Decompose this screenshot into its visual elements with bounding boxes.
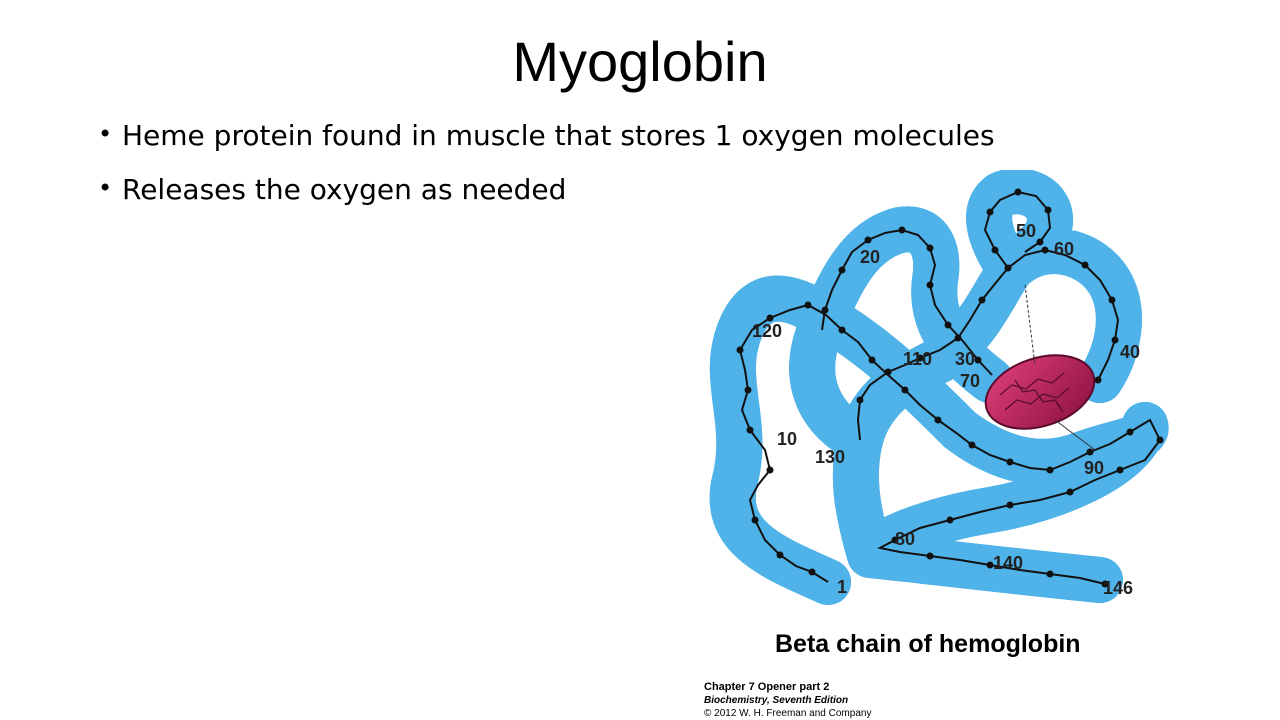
- bullet-item: • Releases the oxygen as needed: [98, 176, 995, 230]
- credit-chapter: Chapter 7 Opener part 2: [704, 681, 830, 693]
- residue-label: 90: [1084, 458, 1104, 478]
- bullet-dot-icon: •: [98, 120, 113, 148]
- residue-label: 146: [1103, 578, 1133, 598]
- residue-labels: 1 10 20 30 40 50 60 70 80 90 110 120 130…: [752, 221, 1140, 598]
- residue-dots: [736, 188, 1164, 588]
- residue-label: 1: [837, 577, 847, 597]
- bullet-dot-icon: •: [98, 174, 113, 202]
- residue-label: 120: [752, 321, 782, 341]
- heme-group: [984, 284, 1096, 451]
- bullet-text: Heme protein found in muscle that stores…: [122, 119, 995, 152]
- figure-credit: Chapter 7 Opener part 2 Biochemistry, Se…: [704, 681, 871, 720]
- credit-copyright: © 2012 W. H. Freeman and Company: [704, 708, 872, 719]
- slide-title: Myoglobin: [512, 30, 768, 93]
- residue-label: 80: [895, 529, 915, 549]
- residue-label: 40: [1120, 342, 1140, 362]
- residue-label: 30: [955, 349, 975, 369]
- residue-label: 10: [777, 429, 797, 449]
- residue-label: 60: [1054, 239, 1074, 259]
- bullet-text: Releases the oxygen as needed: [122, 173, 567, 206]
- bullet-item: • Heme protein found in muscle that stor…: [98, 122, 995, 176]
- bullet-list: • Heme protein found in muscle that stor…: [98, 122, 995, 230]
- residue-label: 140: [993, 553, 1023, 573]
- residue-label: 70: [960, 371, 980, 391]
- figure-caption: Beta chain of hemoglobin: [775, 630, 1081, 658]
- residue-label: 130: [815, 447, 845, 467]
- hemoglobin-beta-chain-diagram: 1 10 20 30 40 50 60 70 80 90 110 120 130…: [700, 170, 1180, 605]
- residue-label: 20: [860, 247, 880, 267]
- polypeptide-chain: [738, 190, 1162, 585]
- protein-tube: [733, 170, 1146, 605]
- residue-label: 110: [903, 349, 932, 369]
- residue-label: 50: [1016, 221, 1036, 241]
- credit-book: Biochemistry, Seventh Edition: [704, 695, 849, 706]
